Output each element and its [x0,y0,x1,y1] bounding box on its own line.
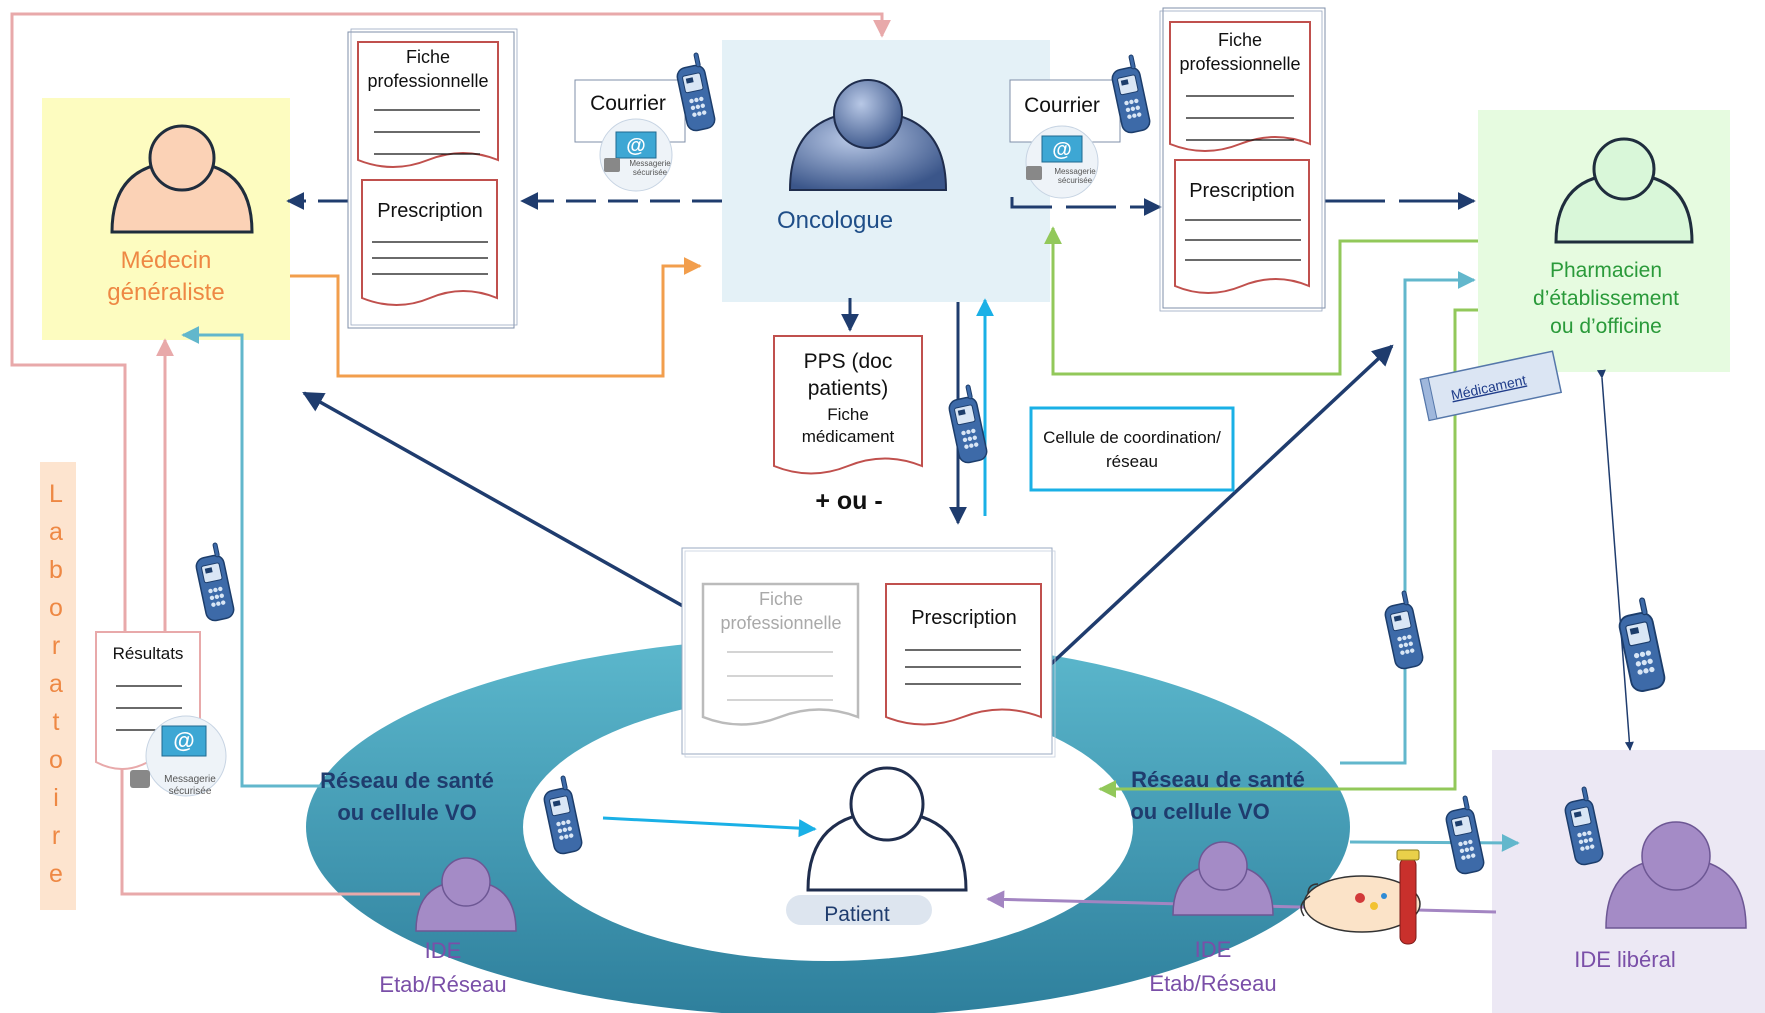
network-right-line1: Réseau de santé [1131,767,1305,792]
cellule-line2: réseau [1106,452,1158,471]
messagerie-resultats-line1: Messagerie [164,774,216,785]
navy-dashed-onco-right [1010,197,1162,216]
teal-left-connector [181,326,330,788]
oncologue-label: Oncologue [777,207,893,234]
pps-line4: médicament [802,427,895,446]
lab-letter-7: t [53,708,60,736]
pink-lab-bottom-connector [120,750,420,896]
courrier-right-label: Courrier [1024,94,1100,117]
phone-icon-bottom-right [1441,794,1487,876]
pharmacien-label-line2: d’établissement [1533,287,1679,310]
lab-letter-11: e [49,860,63,888]
courrier-left-label: Courrier [590,92,666,115]
cyan-phone-to-patient [602,816,817,838]
pps-line1: PPS (doc [804,350,893,373]
green-pharmacien-to-onco [1044,226,1478,376]
resultats-card: Résultats @ Messagerie sécurisée [95,631,227,797]
lock-icon-resultats [130,770,150,788]
green-pharmacien-to-network [1098,308,1478,798]
lab-letter-4: o [49,594,63,622]
lab-letter-10: r [52,822,60,850]
pharmacien-label-line1: Pharmacien [1550,259,1662,282]
phone-icon-center [944,383,990,465]
messagerie-left-line1: Messagerie [629,159,671,168]
messagerie-left-line2: sécurisée [633,168,668,177]
person-icon-patient [786,766,968,925]
prescription-right: Prescription [1189,180,1295,202]
fiche-right-line1: Fiche [1218,30,1262,50]
doc-panel-center: Fiche professionnelle Prescription [681,547,1056,758]
network-inner [523,693,1133,961]
ide-right-line2: Etab/Réseau [1149,971,1276,996]
test-tube-icon [1396,849,1420,945]
pps-line2: patients) [808,377,889,400]
fiche-center-line1: Fiche [759,589,803,609]
fiche-left-line2: professionnelle [367,71,488,91]
person-icon-ide-left [415,857,517,932]
medicament-box: Médicament [1419,350,1563,422]
pps-line3: Fiche [827,405,869,424]
patient-label: Patient [824,903,890,926]
laboratoire-zone [40,462,76,910]
cellule-line1: Cellule de coordination/ [1043,428,1221,447]
cellule-box [1029,406,1235,492]
fiche-right-line2: professionnelle [1179,54,1300,74]
teal-network-to-pharmacien [1340,271,1476,765]
lab-letter-2: a [49,518,63,546]
person-icon-ide-right [1172,841,1274,916]
fiche-left-line1: Fiche [406,47,450,67]
pink-lab-outer-connector [10,12,891,720]
person-icon-oncologue [788,79,948,191]
lock-icon-right [1026,166,1042,180]
courrier-card-left: Courrier @ Messagerie sécurisée [574,79,686,192]
medecin-label-line1: Médecin [121,247,212,274]
person-icon-pharmacien [1554,137,1694,244]
lock-icon-left [604,158,620,172]
messagerie-right-line2: sécurisée [1058,176,1093,185]
lab-letter-8: o [49,746,63,774]
messagerie-resultats-line2: sécurisée [169,786,212,797]
courrier-card-right: Courrier @ Messagerie sécurisée [1009,79,1121,199]
lab-letter-3: b [49,556,63,584]
doc-panel-left: Fiche professionnelle Prescription [347,28,518,329]
doc-panel-right: Fiche professionnelle Prescription [1159,7,1326,312]
person-icon-ide-liberal [1605,821,1747,929]
at-icon-left: @ [626,135,646,157]
ide-left-line1: IDE [425,938,462,963]
lab-letter-1: L [49,480,63,508]
navy-diagonal-left [302,391,691,612]
pharmacien-label-line3: ou d’officine [1550,315,1662,338]
plus-ou-moins: + ou - [815,487,882,515]
person-icon-medecin [110,124,254,234]
phone-icon-left [191,541,237,623]
ide-right-line1: IDE [1195,937,1232,962]
resultats-label: Résultats [113,644,184,663]
at-icon-resultats: @ [173,728,194,753]
phone-icon-right [1380,589,1426,671]
network-left-line2: ou cellule VO [337,800,476,825]
fiche-center-line2: professionnelle [720,613,841,633]
network-right-line2: ou cellule VO [1130,799,1269,824]
prescription-left: Prescription [377,200,483,222]
lab-letter-9: i [53,784,59,812]
lab-letter-6: a [49,670,63,698]
prescription-center: Prescription [911,607,1017,629]
pps-card: PPS (doc patients) Fiche médicament [773,335,923,475]
at-icon-right: @ [1052,139,1072,161]
navy-diagonal-right [1048,344,1394,667]
blue-pharmacien-ide-link [1596,369,1634,751]
medecin-label-line2: généraliste [107,279,224,306]
teal-network-to-ide-liberal [1349,833,1520,852]
network-left-line1: Réseau de santé [320,768,494,793]
messagerie-right-line1: Messagerie [1054,167,1096,176]
ide-left-line2: Etab/Réseau [379,972,506,997]
ide-liberal-label: IDE libéral [1574,947,1675,972]
orange-connector [290,257,702,378]
pills-hand-icon [1300,875,1421,933]
lab-letter-5: r [52,632,60,660]
